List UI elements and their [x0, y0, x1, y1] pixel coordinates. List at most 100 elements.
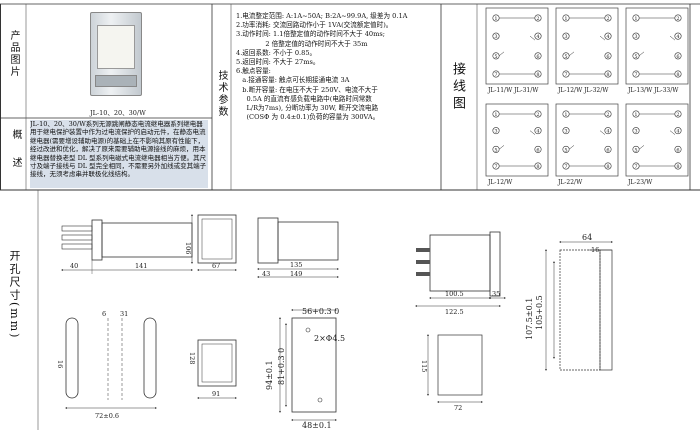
wiring-diagram-label: JL-13/W JL-33/W: [627, 87, 679, 94]
tech-param-line: L/R为7ms), 分断功率为 30W, 断开交流电路: [236, 104, 379, 113]
terminal-number: 8: [606, 72, 609, 78]
wiring-line: [529, 35, 536, 41]
terminal-number: 2: [676, 16, 679, 22]
terminal-circle: [534, 32, 542, 40]
terminal-number: 3: [564, 34, 567, 40]
terminal-circle: [604, 32, 612, 40]
terminal-number: 8: [676, 72, 679, 78]
wiring-line: [669, 35, 676, 41]
tech-param-line: 4.返回系数: 不小于 0.85。: [236, 48, 317, 57]
wiring-line: [599, 35, 606, 41]
terminal-circle: [492, 127, 500, 135]
front-view-drawing: [191, 214, 237, 271]
tech-params-list: 1.电流整定范围: A:1A~50A; B:2A~99.9A, 级差为 0.1A…: [236, 12, 407, 122]
wiring-box: [555, 103, 619, 177]
dim-141: 141: [135, 262, 147, 270]
wiring-line: [669, 130, 676, 135]
wiring-box: [485, 103, 549, 177]
dim-67: 67: [212, 262, 220, 270]
wiring-line: [599, 130, 606, 135]
dim-149: 149: [290, 270, 302, 278]
terminal-circle: [562, 32, 570, 40]
terminal-circle: [674, 32, 682, 40]
dim-6: 6: [102, 310, 106, 318]
dim-81: 81+0.3 0: [277, 348, 286, 385]
terminal-circle: [674, 52, 682, 60]
terminal-number: 4: [606, 129, 609, 135]
drawings-label-text: 开孔尺寸(mm): [8, 250, 21, 340]
tech-param-line: a.接通容量: 触点可长期接通电流 3A: [236, 76, 350, 85]
panel-cutout-right: [545, 241, 613, 371]
dim-48: 48±0.1: [302, 421, 332, 430]
overview-text: JL-10、20、30/W系列无源跳闸静态电流继电器系列继电器用于继电保护装置中…: [30, 120, 208, 188]
terminal-number: 6: [536, 147, 539, 153]
product-photo: [90, 12, 142, 96]
terminal-number: 8: [676, 164, 679, 170]
rear-view-drawing: [415, 231, 506, 307]
dim-16: 16: [591, 246, 599, 254]
wiring-line: [568, 51, 575, 57]
drawings-label: 开孔尺寸(mm): [6, 250, 22, 339]
tech-param-line: 3.动作时间: 1.1倍整定值的动作时间不大于 40ms;: [236, 30, 385, 39]
terminal-circle: [534, 52, 542, 60]
top-table-frame: [0, 3, 700, 191]
dim-135: 135: [290, 261, 302, 269]
wiring-line: [638, 145, 645, 150]
terminal-circle: [604, 145, 612, 153]
wiring-diagram-label: JL-22/W: [557, 179, 583, 186]
terminal-number: 1: [494, 16, 497, 22]
terminal-number: 8: [606, 164, 609, 170]
terminal-number: 3: [634, 129, 637, 135]
wiring-box: [625, 103, 689, 177]
dim-40: 40: [70, 262, 78, 270]
terminal-number: 5: [564, 147, 567, 153]
panel-cutout-bottom: [427, 334, 483, 403]
terminal-number: 6: [606, 54, 609, 60]
terminal-number: 5: [564, 54, 567, 60]
tech-param-line: b.断开容量: 在电压不大于 250V、电流不大于: [236, 85, 378, 94]
dimension-drawings: 40 141 67 106 135 149 43 100.5 35 122.5: [56, 214, 613, 430]
terminal-circle: [534, 145, 542, 153]
dim-31: 31: [120, 310, 128, 318]
terminal-number: 5: [494, 54, 497, 60]
terminal-number: 4: [676, 129, 679, 135]
wiring-diagram-label: JL-11/W JL-31/W: [487, 87, 539, 94]
terminal-circle: [632, 127, 640, 135]
dim-64: 64: [582, 233, 592, 242]
terminal-number: 3: [494, 34, 497, 40]
dim-107: 107.5±0.1: [525, 298, 534, 340]
terminal-circle: [674, 127, 682, 135]
wiring-box: [555, 7, 619, 85]
terminal-number: 3: [494, 129, 497, 135]
wiring-box: [485, 7, 549, 85]
terminal-number: 5: [494, 147, 497, 153]
terminal-number: 1: [634, 112, 637, 118]
dim-106: 106: [184, 242, 192, 254]
terminal-number: 4: [536, 129, 539, 135]
drawings-frame: [37, 190, 39, 430]
terminal-number: 4: [606, 34, 609, 40]
side-view-drawing: [61, 219, 193, 274]
product-image-label: 产品图片: [8, 30, 19, 78]
product-photo-base: [95, 75, 137, 87]
dim-56: 56+0.3 0: [302, 307, 339, 316]
dim-115: 115: [420, 360, 428, 372]
terminal-circle: [632, 32, 640, 40]
dim-72-0-6: 72±0.6: [95, 412, 119, 420]
terminal-circle: [674, 145, 682, 153]
terminal-circle: [534, 127, 542, 135]
wiring-line: [498, 51, 505, 57]
dim-122-5: 122.5: [445, 308, 464, 316]
dim-16-b: 16: [56, 360, 64, 368]
terminal-number: 3: [564, 129, 567, 135]
terminal-number: 7: [634, 72, 637, 78]
terminal-number: 2: [606, 112, 609, 118]
terminal-circle: [604, 52, 612, 60]
dim-100-5: 100.5: [445, 290, 464, 298]
dim-91: 91: [212, 390, 220, 398]
terminal-number: 8: [536, 72, 539, 78]
